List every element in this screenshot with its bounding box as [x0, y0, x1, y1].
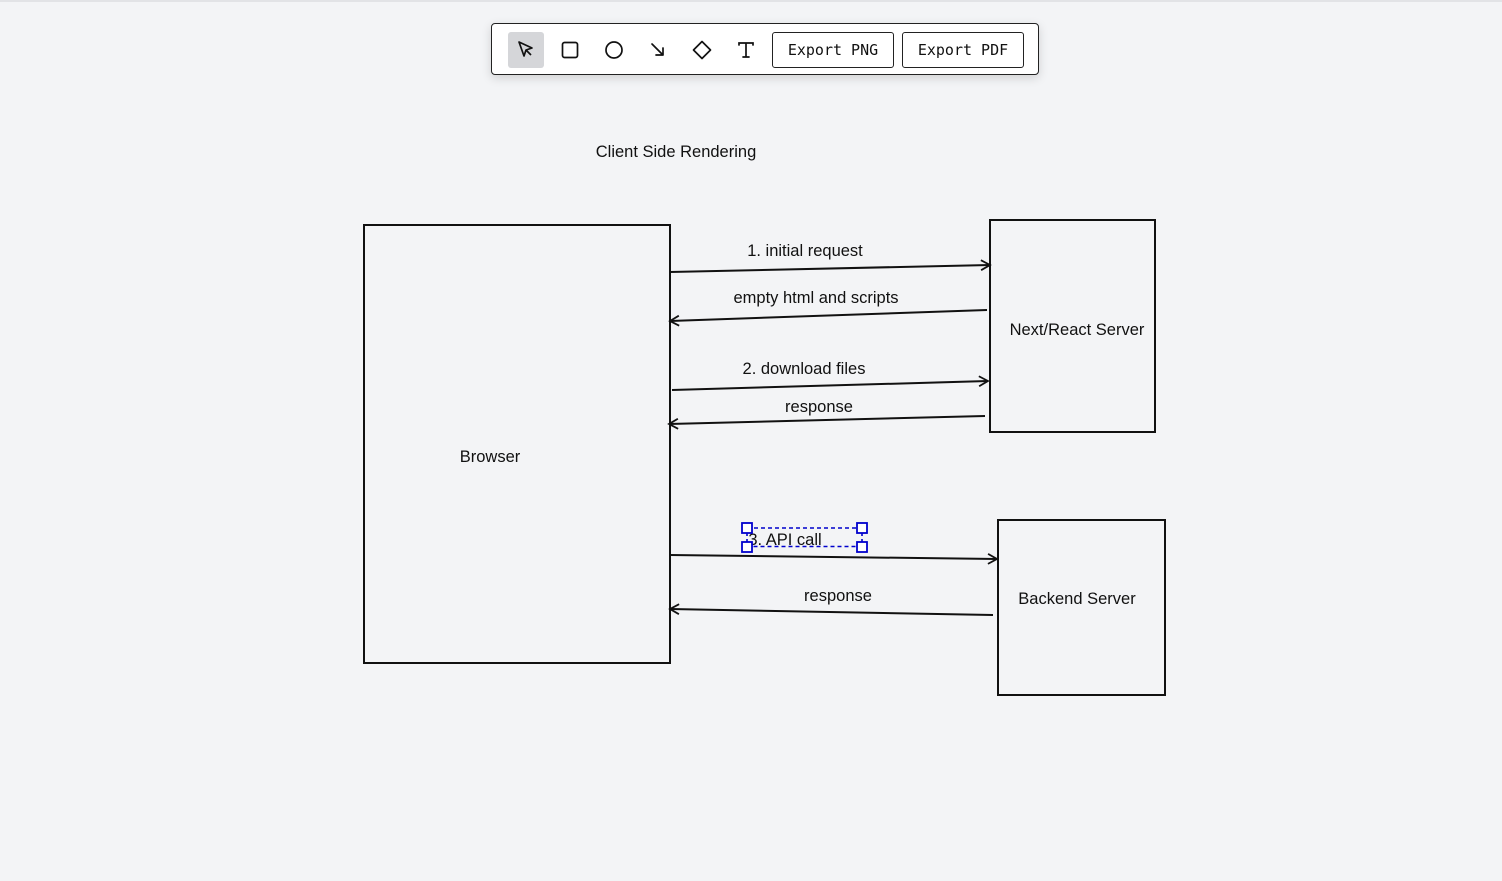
text-tool-button[interactable]	[728, 32, 764, 68]
next-server-node[interactable]: Next/React Server	[989, 219, 1156, 433]
arrow-api-call[interactable]	[669, 553, 999, 565]
top-border	[0, 0, 1502, 2]
arrow-initial-request[interactable]	[669, 259, 992, 273]
label-response-2[interactable]: response	[804, 587, 872, 605]
square-icon	[561, 41, 579, 59]
diagram-title[interactable]: Client Side Rendering	[596, 143, 757, 161]
export-pdf-button[interactable]: Export PDF	[902, 32, 1024, 68]
ellipse-tool-button[interactable]	[596, 32, 632, 68]
browser-label: Browser	[460, 448, 521, 466]
label-initial-request[interactable]: 1. initial request	[747, 242, 863, 260]
backend-server-node[interactable]: Backend Server	[997, 519, 1166, 696]
resize-handle-bottom-left[interactable]	[741, 541, 753, 553]
export-png-button[interactable]: Export PNG	[772, 32, 894, 68]
diamond-tool-button[interactable]	[684, 32, 720, 68]
resize-handle-top-right[interactable]	[856, 522, 868, 534]
arrow-response-2[interactable]	[668, 603, 994, 616]
arrow-tool-button[interactable]	[640, 32, 676, 68]
next-server-label: Next/React Server	[1010, 321, 1145, 339]
circle-icon	[605, 41, 623, 59]
resize-handle-top-left[interactable]	[741, 522, 753, 534]
diamond-icon	[692, 40, 712, 60]
select-tool-button[interactable]	[508, 32, 544, 68]
text-t-icon	[738, 42, 754, 58]
arrow-empty-html[interactable]	[668, 309, 988, 327]
label-response-1[interactable]: response	[785, 398, 853, 416]
label-api-call[interactable]: 3. API call	[748, 531, 821, 549]
arrow-down-right-icon	[651, 43, 664, 56]
label-download-files[interactable]: 2. download files	[743, 360, 866, 378]
selection-box[interactable]	[741, 522, 868, 553]
resize-handle-bottom-right[interactable]	[856, 541, 868, 553]
cursor-arrow-icon	[518, 41, 533, 57]
label-empty-html[interactable]: empty html and scripts	[733, 289, 898, 307]
backend-server-label: Backend Server	[1018, 590, 1136, 608]
rectangle-tool-button[interactable]	[552, 32, 588, 68]
toolbar: Export PNG Export PDF	[491, 23, 1039, 75]
arrow-response-1[interactable]	[667, 415, 986, 430]
browser-node[interactable]: Browser	[363, 224, 671, 664]
arrow-download-files[interactable]	[671, 375, 990, 391]
